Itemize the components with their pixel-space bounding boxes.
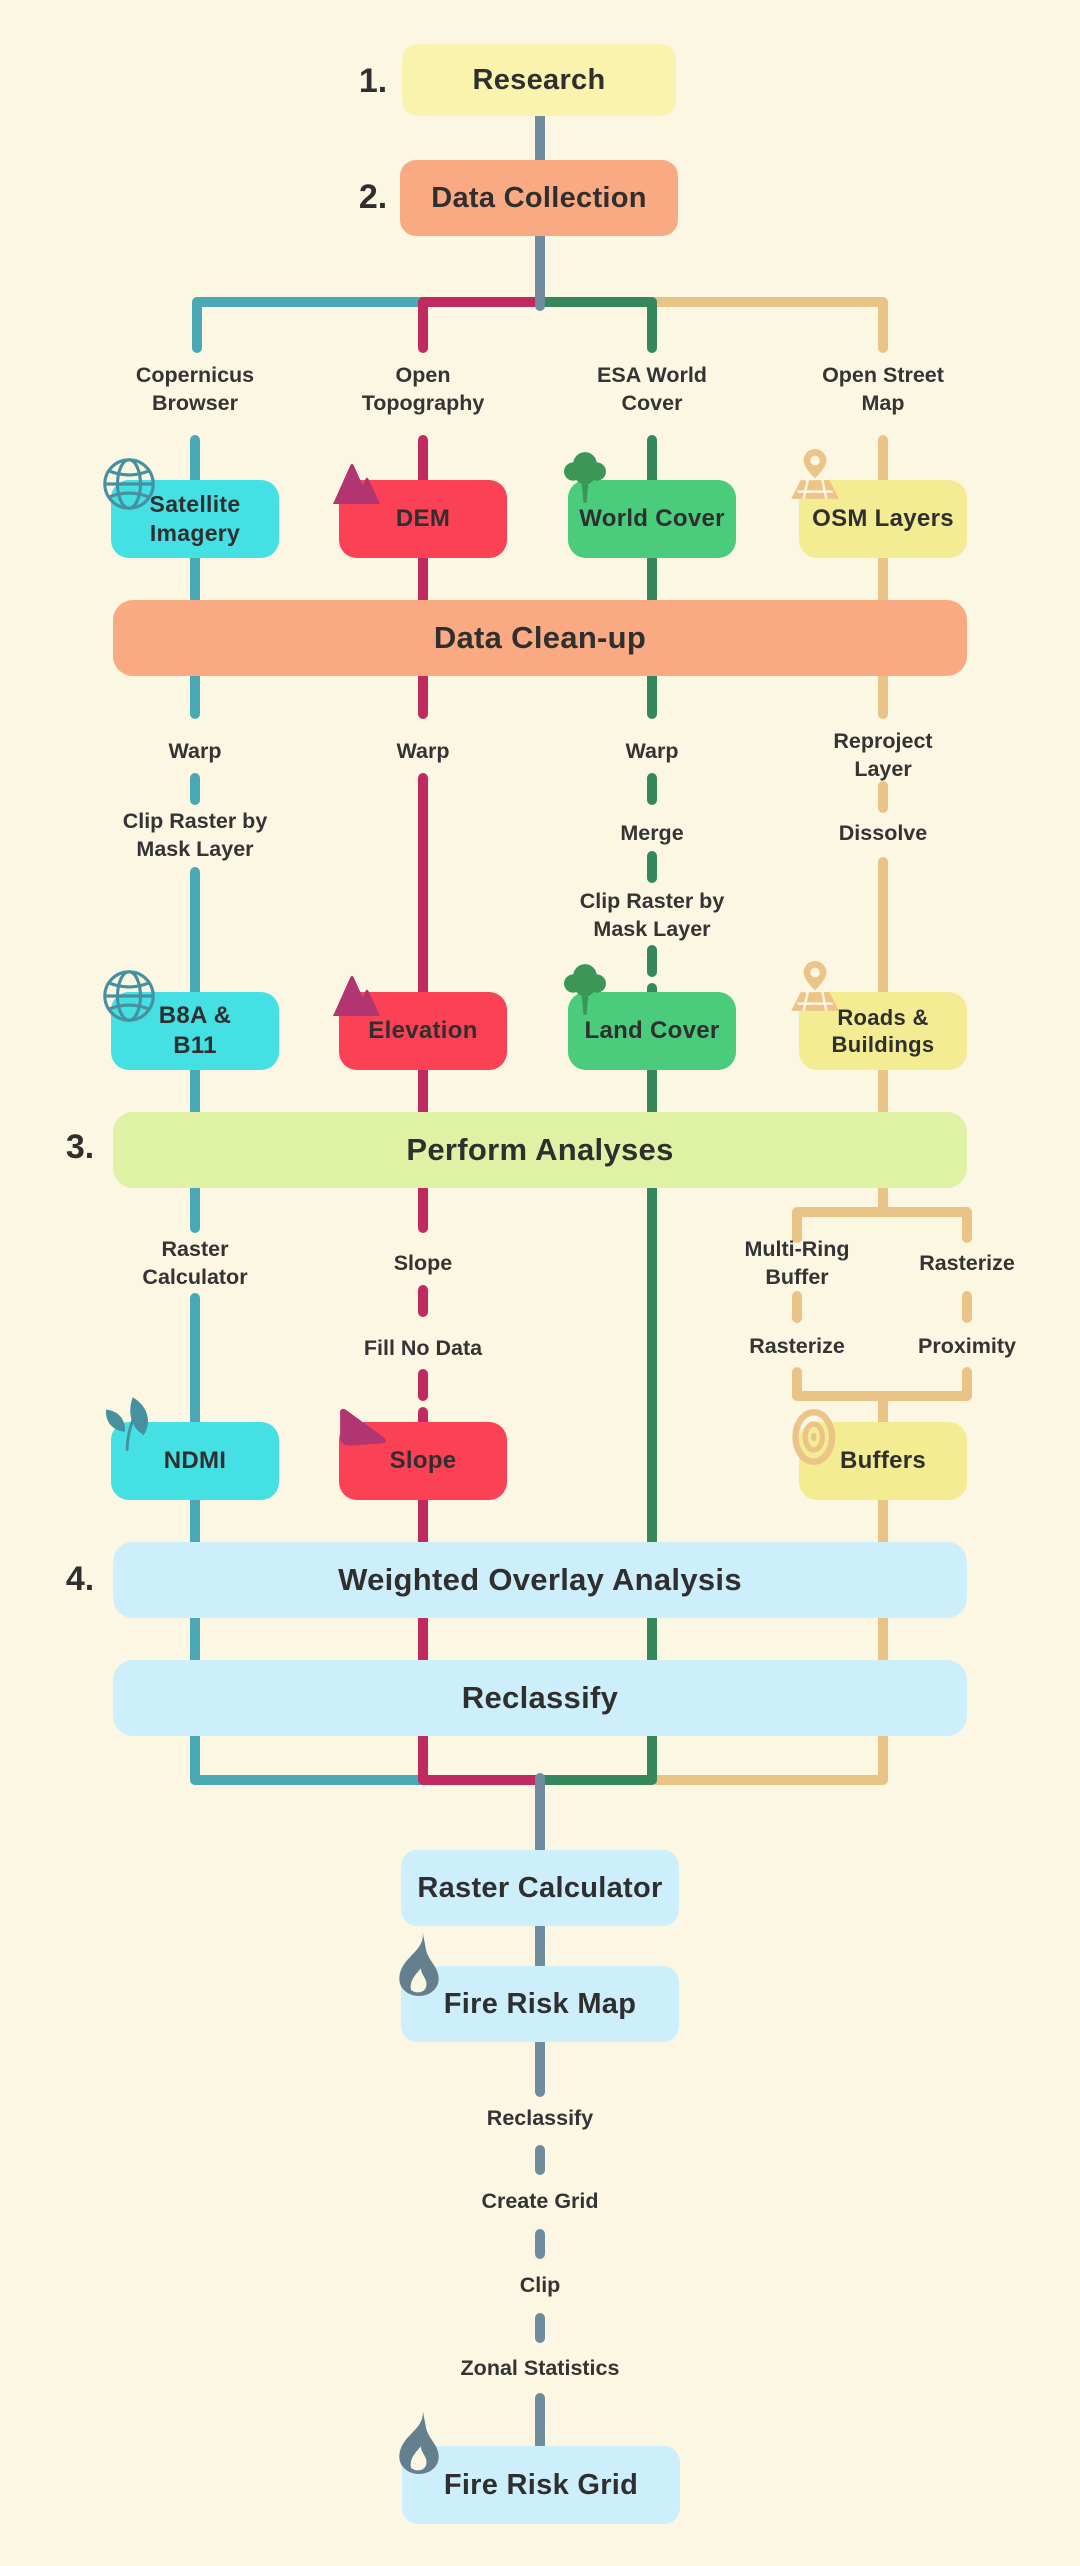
connector-crimson bbox=[418, 297, 545, 1785]
node-land-cover: Land Cover bbox=[568, 992, 736, 1070]
op-raster-calculator: Raster Calculator bbox=[142, 1237, 248, 1289]
mountain-icon bbox=[333, 463, 380, 504]
flame-icon bbox=[399, 1932, 439, 1996]
banner-reclassify: Reclassify bbox=[113, 1660, 967, 1736]
node-buffers: Buffers bbox=[799, 1422, 967, 1500]
step-number-1: 1. bbox=[358, 62, 388, 100]
op-proximity: Proximity bbox=[918, 1334, 1016, 1358]
node-world-cover: World Cover bbox=[568, 480, 736, 558]
op-warp-1: Warp bbox=[168, 739, 222, 763]
node-raster-calculator: Raster Calculator bbox=[401, 1850, 679, 1926]
source-open-topography: Open Topography bbox=[361, 363, 485, 415]
step-number-4: 4. bbox=[65, 1560, 95, 1598]
bullseye-icon bbox=[792, 1409, 836, 1465]
op-reproject-layer: Reproject Layer bbox=[833, 729, 933, 781]
op-multi-ring-buffer: Multi-Ring Buffer bbox=[744, 1237, 850, 1289]
op-slope: Slope bbox=[393, 1251, 453, 1275]
node-data-collection: Data Collection bbox=[400, 160, 678, 236]
node-fire-risk-map: Fire Risk Map bbox=[401, 1966, 679, 2042]
op-create-grid: Create Grid bbox=[481, 2189, 599, 2213]
banner-data-cleanup: Data Clean-up bbox=[113, 600, 967, 676]
tree-icon bbox=[564, 452, 606, 503]
op-dissolve: Dissolve bbox=[838, 821, 928, 845]
op-clip: Clip bbox=[519, 2273, 561, 2297]
node-ndmi: NDMI bbox=[111, 1422, 279, 1500]
op-warp-2: Warp bbox=[396, 739, 450, 763]
banner-weighted-overlay: Weighted Overlay Analysis bbox=[113, 1542, 967, 1618]
source-copernicus-browser: Copernicus Browser bbox=[135, 363, 255, 415]
node-b8a-b11: B8A & B11 bbox=[111, 992, 279, 1070]
leaf-icon bbox=[105, 1397, 148, 1451]
step-number-2: 2. bbox=[358, 178, 388, 216]
node-fire-risk-grid: Fire Risk Grid bbox=[402, 2446, 680, 2524]
banner-perform-analyses: Perform Analyses bbox=[113, 1112, 967, 1188]
op-reclassify-final: Reclassify bbox=[486, 2106, 594, 2130]
map-pin-icon bbox=[791, 961, 839, 1012]
node-dem: DEM bbox=[339, 480, 507, 558]
op-merge: Merge bbox=[620, 821, 684, 845]
mountain-icon bbox=[333, 975, 380, 1016]
step-number-3: 3. bbox=[65, 1128, 95, 1166]
op-rasterize-right: Rasterize bbox=[919, 1251, 1015, 1275]
op-zonal-statistics: Zonal Statistics bbox=[460, 2356, 620, 2380]
slope-wedge-icon bbox=[339, 1408, 387, 1446]
node-roads-buildings: Roads & Buildings bbox=[799, 992, 967, 1070]
source-esa-world-cover: ESA World Cover bbox=[597, 363, 707, 415]
op-clip-raster-1: Clip Raster by Mask Layer bbox=[122, 809, 268, 861]
globe-icon bbox=[103, 970, 155, 1022]
node-research: Research bbox=[402, 44, 676, 116]
op-fill-no-data: Fill No Data bbox=[363, 1336, 483, 1360]
source-open-street-map: Open Street Map bbox=[822, 363, 944, 415]
map-pin-icon bbox=[791, 449, 839, 500]
op-rasterize-left: Rasterize bbox=[749, 1334, 845, 1358]
op-clip-raster-2: Clip Raster by Mask Layer bbox=[579, 889, 725, 941]
op-warp-3: Warp bbox=[625, 739, 679, 763]
tree-icon bbox=[564, 964, 606, 1015]
flame-icon bbox=[399, 2410, 439, 2474]
globe-icon bbox=[103, 458, 155, 510]
